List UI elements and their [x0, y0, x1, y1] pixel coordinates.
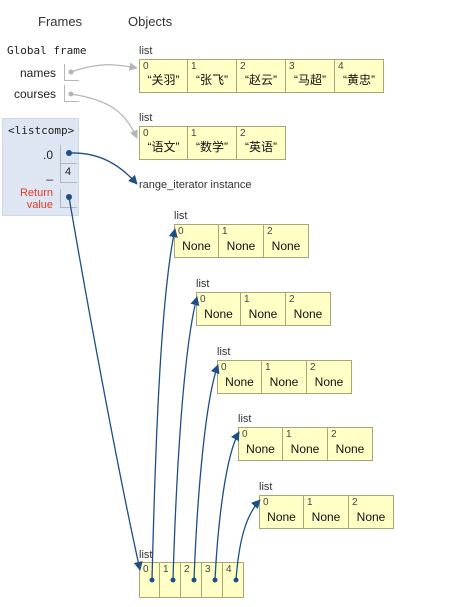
names-list-cell: 3“马超” — [286, 59, 335, 93]
range-iterator-label: range_iterator instance — [139, 179, 252, 191]
arrow-courses — [70, 93, 138, 139]
none-list-label: list — [259, 481, 273, 493]
outer-list-label: list — [139, 549, 153, 561]
arrow-range-iterator — [68, 152, 138, 185]
cell-value: “黄忠” — [343, 73, 375, 87]
cell-value: “英语” — [245, 140, 277, 154]
outer-list-cell: 1 — [160, 562, 181, 598]
names-list-cell: 0“关羽” — [139, 59, 188, 93]
cell-value: None — [356, 510, 386, 524]
arrow-element-3 — [214, 431, 240, 581]
arrow-element-0 — [151, 228, 178, 581]
arrow-element-2 — [193, 364, 220, 581]
arrow-names — [70, 62, 138, 73]
var-underscore-value: 4 — [65, 166, 72, 178]
cell-value: None — [271, 239, 301, 253]
listcomp-frame-title: <listcomp> — [8, 124, 75, 137]
objects-header: Objects — [128, 14, 173, 29]
names-list: 0“关羽” 1“张飞” 2“赵云” 3“马超” 4“黄忠” — [139, 59, 384, 93]
listcomp-frame: <listcomp> .0 _ 4 Return value — [2, 118, 79, 216]
outer-list-cell: 4 — [223, 562, 244, 598]
outer-list-cell: 2 — [181, 562, 202, 598]
cell-value: “马超” — [294, 73, 326, 87]
cell-value: None — [248, 307, 278, 321]
global-frame-title: Global frame — [7, 44, 87, 57]
var-names: names — [19, 66, 56, 80]
cell-value: None — [226, 239, 256, 253]
none-list-label: list — [196, 278, 210, 290]
cell-value: “语文” — [147, 140, 180, 154]
cell-value: “数学” — [196, 140, 228, 154]
courses-list-cell: 1“数学” — [188, 126, 237, 160]
var-courses: courses — [13, 87, 56, 101]
var-dot0-slot — [60, 145, 77, 164]
none-list-label: list — [238, 413, 252, 425]
cell-value: None — [246, 442, 275, 456]
none-list-label: list — [174, 210, 188, 222]
cell-value: “张飞” — [196, 73, 228, 87]
cell-value: None — [269, 375, 299, 389]
cell-value: None — [311, 510, 341, 524]
cell-value: None — [314, 375, 344, 389]
global-frame: Global frame names courses — [4, 40, 86, 106]
var-return-slot — [60, 189, 77, 208]
cell-value: “关羽” — [147, 73, 180, 87]
var-return-value: Return value — [19, 187, 53, 211]
var-names-slot — [64, 64, 79, 81]
cell-value: None — [182, 239, 211, 253]
outer-list: 0 1 2 3 4 — [139, 562, 244, 598]
frames-header: Frames — [38, 14, 83, 29]
arrow-element-1 — [172, 296, 200, 581]
var-underscore-slot: 4 — [60, 164, 77, 183]
courses-list-cell: 0“语文” — [139, 126, 188, 160]
outer-list-cell: 3 — [202, 562, 223, 598]
names-list-label: list — [139, 45, 153, 57]
names-list-cell: 2“赵云” — [237, 59, 286, 93]
cell-value: None — [204, 307, 233, 321]
courses-list: 0“语文” 1“数学” 2“英语” — [139, 126, 286, 160]
names-list-cell: 4“黄忠” — [335, 59, 384, 93]
cell-value: None — [225, 375, 254, 389]
names-list-cell: 1“张飞” — [188, 59, 237, 93]
var-courses-slot — [64, 85, 79, 102]
arrow-return-value — [68, 196, 143, 571]
cell-value: None — [335, 442, 365, 456]
outer-list-cell: 0 — [139, 562, 160, 598]
cell-value: None — [293, 307, 323, 321]
cell-value: None — [267, 510, 296, 524]
courses-list-label: list — [139, 112, 153, 124]
var-dot0: .0 — [42, 148, 53, 162]
cell-value: None — [290, 442, 320, 456]
none-list-label: list — [217, 346, 231, 358]
courses-list-cell: 2“英语” — [237, 126, 286, 160]
cell-value: “赵云” — [245, 73, 277, 87]
var-underscore: _ — [46, 167, 53, 181]
